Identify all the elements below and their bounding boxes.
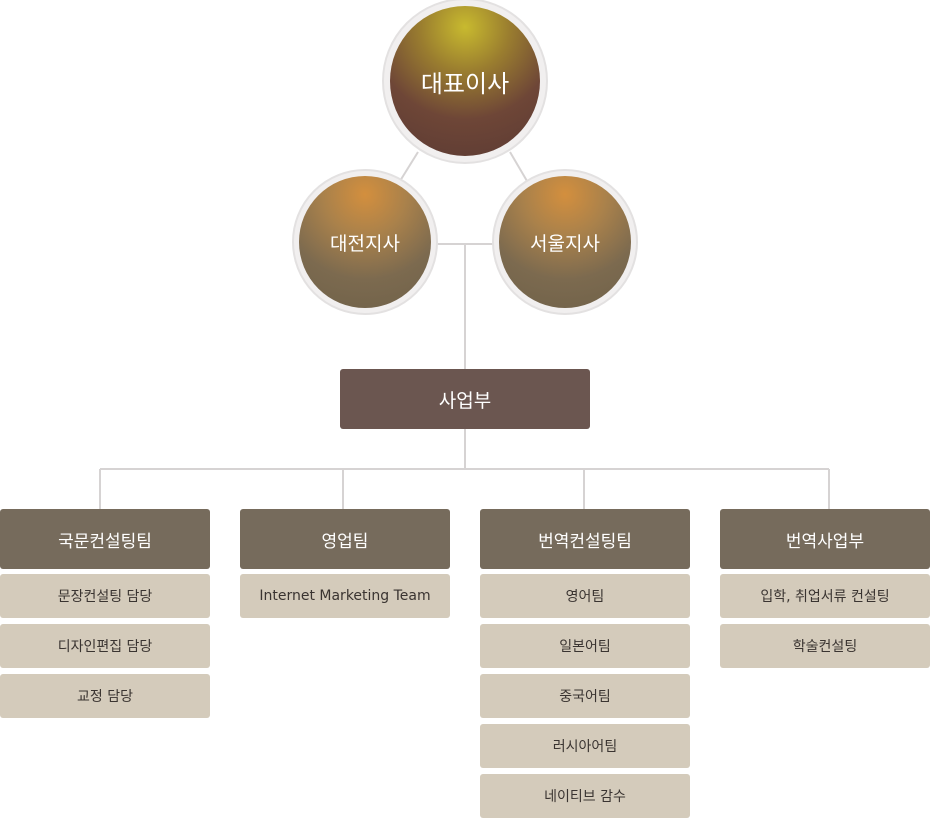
sub-item: 입학, 취업서류 컨설팅: [720, 574, 930, 618]
sub-item-label: 입학, 취업서류 컨설팅: [760, 589, 890, 605]
team-label: 국문컨설팅팀: [58, 531, 152, 552]
sub-item: 러시아어팀: [480, 724, 690, 768]
branch-node-daejeon: 대전지사: [299, 176, 431, 308]
sub-item: 디자인편집 담당: [0, 624, 210, 668]
team-label: 영업팀: [321, 531, 369, 552]
sub-item: 교정 담당: [0, 674, 210, 718]
team-node-translation-consulting: 번역컨설팅팀: [480, 509, 690, 569]
team-label: 번역컨설팅팀: [538, 531, 632, 552]
sub-item-label: 학술컨설팅: [792, 639, 858, 655]
sub-item-label: 문장컨설팅 담당: [57, 589, 153, 605]
connector-ceo-daejeon: [399, 151, 419, 182]
sub-item: 중국어팀: [480, 674, 690, 718]
team-node-sales: 영업팀: [240, 509, 450, 569]
sub-item-label: 교정 담당: [77, 689, 133, 705]
connector-ceo-seoul: [509, 151, 528, 182]
sub-item-label: 디자인편집 담당: [57, 639, 153, 655]
department-node: 사업부: [340, 369, 590, 429]
team-node-translation-business: 번역사업부: [720, 509, 930, 569]
sub-item: 네이티브 감수: [480, 774, 690, 818]
sub-item-label: 러시아어팀: [552, 739, 618, 755]
branch-node-seoul: 서울지사: [499, 176, 631, 308]
department-label: 사업부: [438, 389, 492, 412]
sub-item: 일본어팀: [480, 624, 690, 668]
sub-item-label: 네이티브 감수: [544, 789, 626, 805]
sub-item: 문장컨설팅 담당: [0, 574, 210, 618]
sub-item-label: Internet Marketing Team: [259, 588, 431, 604]
sub-item-label: 일본어팀: [559, 639, 611, 655]
branch-label: 대전지사: [330, 232, 400, 255]
sub-item: 영어팀: [480, 574, 690, 618]
sub-item-label: 중국어팀: [559, 689, 611, 705]
ceo-label: 대표이사: [420, 69, 510, 98]
ceo-node: 대표이사: [390, 6, 540, 156]
team-node-korean-consulting: 국문컨설팅팀: [0, 509, 210, 569]
sub-item-label: 영어팀: [565, 589, 605, 605]
team-label: 번역사업부: [785, 531, 865, 552]
branch-label: 서울지사: [530, 232, 600, 255]
sub-item: Internet Marketing Team: [240, 574, 450, 618]
sub-item: 학술컨설팅: [720, 624, 930, 668]
